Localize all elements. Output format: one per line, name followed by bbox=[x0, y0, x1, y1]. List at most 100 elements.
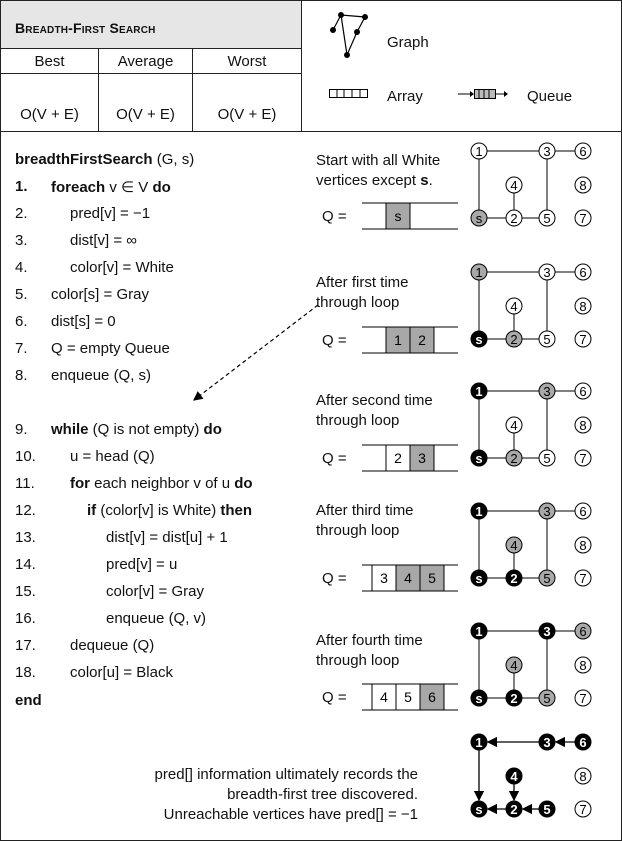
graph-vertex bbox=[505, 330, 523, 348]
vertex-label: 6 bbox=[579, 384, 586, 399]
loop-arrow bbox=[193, 304, 319, 401]
queue-array: s bbox=[362, 202, 458, 230]
vertex-label: 2 bbox=[510, 571, 517, 586]
code-text: dequeue (Q) bbox=[70, 637, 155, 654]
vertex-label: 6 bbox=[579, 504, 586, 519]
graph-vertex bbox=[574, 176, 592, 194]
queue-cell bbox=[371, 683, 397, 711]
code-line: enqueue (Q, s) bbox=[51, 367, 151, 384]
vertex-label: 8 bbox=[579, 538, 586, 553]
average-complexity: O(V + E) bbox=[116, 106, 175, 123]
queue-cell-label: 3 bbox=[380, 570, 388, 586]
line-number: 17. bbox=[15, 637, 36, 654]
graph-vertex bbox=[574, 569, 592, 587]
line-number: 3. bbox=[15, 232, 28, 249]
code-keyword: if bbox=[87, 502, 97, 519]
vertex-label: 7 bbox=[579, 571, 586, 586]
queue-cell-label: 2 bbox=[418, 332, 426, 348]
step-caption: through loop bbox=[316, 652, 400, 669]
graph-vertex bbox=[470, 263, 488, 281]
vertex-label: 3 bbox=[543, 624, 550, 639]
vertex-label: 4 bbox=[510, 538, 517, 553]
queue-cell bbox=[385, 202, 411, 230]
column-header-best: Best bbox=[34, 53, 65, 70]
line-number: 6. bbox=[15, 313, 28, 330]
tree-vertex bbox=[505, 800, 523, 818]
best-complexity: O(V + E) bbox=[20, 106, 79, 123]
tree-vertex bbox=[574, 733, 592, 751]
queue-cell-label: 5 bbox=[404, 689, 412, 705]
vertex-label: 8 bbox=[579, 299, 586, 314]
queue-cell-label: 6 bbox=[428, 689, 436, 705]
vertex-label: 5 bbox=[543, 211, 550, 226]
queue-cell-label: 2 bbox=[394, 450, 402, 466]
queue-label: Q = bbox=[322, 570, 347, 587]
vertex-label: 4 bbox=[510, 658, 517, 673]
code-line: enqueue (Q, v) bbox=[106, 610, 206, 627]
queue-cell bbox=[371, 564, 397, 592]
graph-vertex bbox=[574, 502, 592, 520]
vertex-label: 8 bbox=[579, 418, 586, 433]
graph-vertex bbox=[574, 263, 592, 281]
vertex-label: 7 bbox=[579, 332, 586, 347]
graph-vertex bbox=[470, 569, 488, 587]
graph-vertex bbox=[470, 502, 488, 520]
graph-vertex bbox=[505, 689, 523, 707]
footer-line: Unreachable vertices have pred[] = −1 bbox=[163, 806, 418, 823]
graph-vertex bbox=[538, 209, 556, 227]
code-text: dist[s] = 0 bbox=[51, 313, 116, 330]
legend-array-label: Array bbox=[387, 88, 423, 105]
divider bbox=[98, 49, 99, 131]
graph-vertex bbox=[505, 297, 523, 315]
vertex-label: 1 bbox=[475, 265, 482, 280]
function-name: breadthFirstSearch bbox=[15, 151, 153, 168]
graph-vertex bbox=[538, 382, 556, 400]
queue-cell bbox=[409, 326, 435, 354]
graph-vertex bbox=[470, 330, 488, 348]
graph-vertex bbox=[538, 622, 556, 640]
vertex-label: 2 bbox=[510, 802, 517, 817]
graph-vertex bbox=[505, 569, 523, 587]
code-line: if (color[v] is White) then bbox=[87, 502, 252, 519]
line-number: 8. bbox=[15, 367, 28, 384]
code-text: each neighbor v of u bbox=[90, 475, 235, 492]
graph-vertex bbox=[538, 142, 556, 160]
code-line: pred[v] = u bbox=[106, 556, 177, 573]
line-number: 12. bbox=[15, 502, 36, 519]
tree-vertex bbox=[505, 767, 523, 785]
queue-cell bbox=[395, 564, 421, 592]
footer-line: breadth-first tree discovered. bbox=[227, 786, 418, 803]
queue-icon bbox=[458, 89, 508, 99]
graph-vertex bbox=[574, 656, 592, 674]
vertex-label: 3 bbox=[543, 144, 550, 159]
queue-cell-label: 4 bbox=[380, 689, 388, 705]
graph-vertex bbox=[574, 330, 592, 348]
line-number: 2. bbox=[15, 205, 28, 222]
vertex-label: 2 bbox=[510, 332, 517, 347]
graph-vertex bbox=[470, 209, 488, 227]
code-text: (color[v] is White) bbox=[96, 502, 221, 519]
code-line: dist[s] = 0 bbox=[51, 313, 116, 330]
code-keyword: do bbox=[203, 421, 222, 438]
graph-vertex bbox=[574, 449, 592, 467]
code-keyword: foreach bbox=[51, 179, 106, 196]
vertex-label: 8 bbox=[579, 178, 586, 193]
code-line: color[u] = Black bbox=[70, 664, 173, 681]
queue-cell bbox=[419, 564, 445, 592]
vertex-label: 4 bbox=[510, 299, 517, 314]
graph-vertex bbox=[574, 209, 592, 227]
graph-vertex bbox=[470, 622, 488, 640]
code-line: color[v] = Gray bbox=[106, 583, 204, 600]
graph-vertex bbox=[505, 536, 523, 554]
step-caption: After first time bbox=[316, 274, 409, 291]
graph-vertex bbox=[505, 449, 523, 467]
worst-complexity: O(V + E) bbox=[217, 106, 277, 123]
code-text: color[v] = Gray bbox=[106, 583, 204, 600]
function-args: (G, s) bbox=[152, 151, 195, 168]
tree-vertex bbox=[574, 767, 592, 785]
vertex-label: 7 bbox=[579, 691, 586, 706]
line-number: 14. bbox=[15, 556, 36, 573]
